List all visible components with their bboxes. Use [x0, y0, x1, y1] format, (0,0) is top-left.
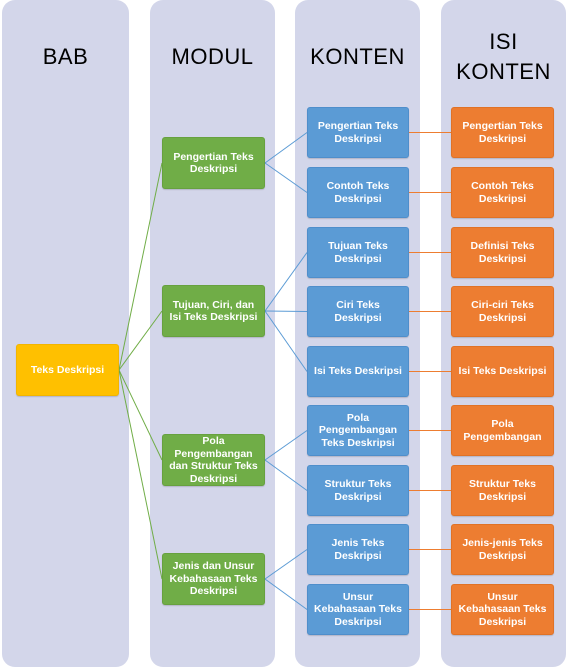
- node-konten[interactable]: Struktur Teks Deskripsi: [307, 465, 409, 516]
- node-konten-label: Pengertian Teks Deskripsi: [317, 120, 399, 145]
- node-bab[interactable]: Teks Deskripsi: [16, 344, 119, 396]
- node-konten-label: Isi Teks Deskripsi: [314, 365, 402, 378]
- bab-modul-connector: [118, 369, 163, 461]
- modul-konten-connector: [264, 132, 308, 164]
- modul-konten-connector: [264, 430, 308, 461]
- node-isi-konten[interactable]: Unsur Kebahasaan Teks Deskripsi: [451, 584, 554, 635]
- node-isi-konten-label: Struktur Teks Deskripsi: [469, 478, 536, 503]
- node-isi-konten[interactable]: Contoh Teks Deskripsi: [451, 167, 554, 218]
- node-modul-label: Jenis dan Unsur Kebahasaan Teks Deskrips…: [169, 560, 258, 598]
- node-isi-konten[interactable]: Struktur Teks Deskripsi: [451, 465, 554, 516]
- bab-modul-connector: [118, 369, 163, 580]
- bab-modul-connector: [118, 310, 163, 371]
- header-bab-text: BAB: [42, 44, 89, 69]
- node-konten[interactable]: Pola Pengembangan Teks Deskripsi: [307, 405, 409, 456]
- node-konten-label: Tujuan Teks Deskripsi: [328, 240, 388, 265]
- node-isi-konten-label: Ciri-ciri Teks Deskripsi: [471, 299, 534, 324]
- node-modul[interactable]: Pola Pengembangan dan Struktur Teks Desk…: [162, 434, 265, 486]
- node-isi-konten-label: Jenis-jenis Teks Deskripsi: [462, 537, 543, 562]
- modul-konten-connector: [264, 310, 308, 312]
- node-modul-label: Pola Pengembangan dan Struktur Teks Desk…: [169, 435, 258, 485]
- node-konten-label: Pola Pengembangan Teks Deskripsi: [318, 411, 398, 449]
- node-konten[interactable]: Jenis Teks Deskripsi: [307, 524, 409, 575]
- node-modul[interactable]: Tujuan, Ciri, dan Isi Teks Deskripsi: [162, 285, 265, 337]
- node-konten-label: Unsur Kebahasaan Teks Deskripsi: [314, 590, 402, 628]
- node-modul-label: Pengertian Teks Deskripsi: [173, 150, 254, 176]
- node-konten[interactable]: Ciri Teks Deskripsi: [307, 286, 409, 337]
- header-konten-text: KONTEN: [310, 44, 405, 69]
- column-bab: BAB: [2, 0, 129, 667]
- node-konten[interactable]: Isi Teks Deskripsi: [307, 346, 409, 397]
- modul-konten-connector: [264, 162, 308, 193]
- node-modul[interactable]: Jenis dan Unsur Kebahasaan Teks Deskrips…: [162, 553, 265, 605]
- column-header-bab: BAB: [2, 42, 129, 72]
- node-isi-konten[interactable]: Ciri-ciri Teks Deskripsi: [451, 286, 554, 337]
- node-isi-konten-label: Definisi Teks Deskripsi: [470, 240, 535, 265]
- modul-konten-connector: [264, 252, 308, 312]
- node-isi-konten-label: Contoh Teks Deskripsi: [471, 180, 534, 205]
- node-konten-label: Jenis Teks Deskripsi: [331, 537, 385, 562]
- column-header-konten: KONTEN: [295, 42, 420, 72]
- modul-konten-connector: [264, 549, 308, 580]
- node-konten-label: Struktur Teks Deskripsi: [324, 478, 392, 503]
- node-konten[interactable]: Unsur Kebahasaan Teks Deskripsi: [307, 584, 409, 635]
- node-konten-label: Ciri Teks Deskripsi: [334, 299, 382, 324]
- modul-konten-connector: [264, 459, 308, 491]
- node-konten[interactable]: Tujuan Teks Deskripsi: [307, 227, 409, 278]
- node-isi-konten[interactable]: Definisi Teks Deskripsi: [451, 227, 554, 278]
- column-header-modul: MODUL: [150, 42, 275, 72]
- node-isi-konten[interactable]: Jenis-jenis Teks Deskripsi: [451, 524, 554, 575]
- node-isi-konten[interactable]: Isi Teks Deskripsi: [451, 346, 554, 397]
- node-isi-konten[interactable]: Pola Pengembangan: [451, 405, 554, 456]
- node-isi-konten-label: Pola Pengembangan: [463, 418, 542, 443]
- modul-konten-connector: [264, 578, 308, 610]
- node-konten[interactable]: Pengertian Teks Deskripsi: [307, 107, 409, 158]
- node-modul-label: Tujuan, Ciri, dan Isi Teks Deskripsi: [169, 298, 258, 324]
- header-modul-text: MODUL: [171, 44, 254, 69]
- node-isi-konten-label: Isi Teks Deskripsi: [458, 365, 547, 378]
- header-isi-line1: ISI: [489, 29, 518, 54]
- node-bab-label: Teks Deskripsi: [30, 363, 105, 376]
- node-isi-konten-label: Unsur Kebahasaan Teks Deskripsi: [458, 590, 547, 628]
- node-konten[interactable]: Contoh Teks Deskripsi: [307, 167, 409, 218]
- node-isi-konten-label: Pengertian Teks Deskripsi: [462, 120, 543, 145]
- header-isi-line2: KONTEN: [456, 59, 551, 84]
- node-isi-konten[interactable]: Pengertian Teks Deskripsi: [451, 107, 554, 158]
- column-header-isi-konten: ISI KONTEN: [441, 27, 566, 87]
- modul-konten-connector: [264, 310, 308, 372]
- node-modul[interactable]: Pengertian Teks Deskripsi: [162, 137, 265, 189]
- bab-modul-connector: [118, 162, 163, 371]
- node-konten-label: Contoh Teks Deskripsi: [326, 180, 390, 205]
